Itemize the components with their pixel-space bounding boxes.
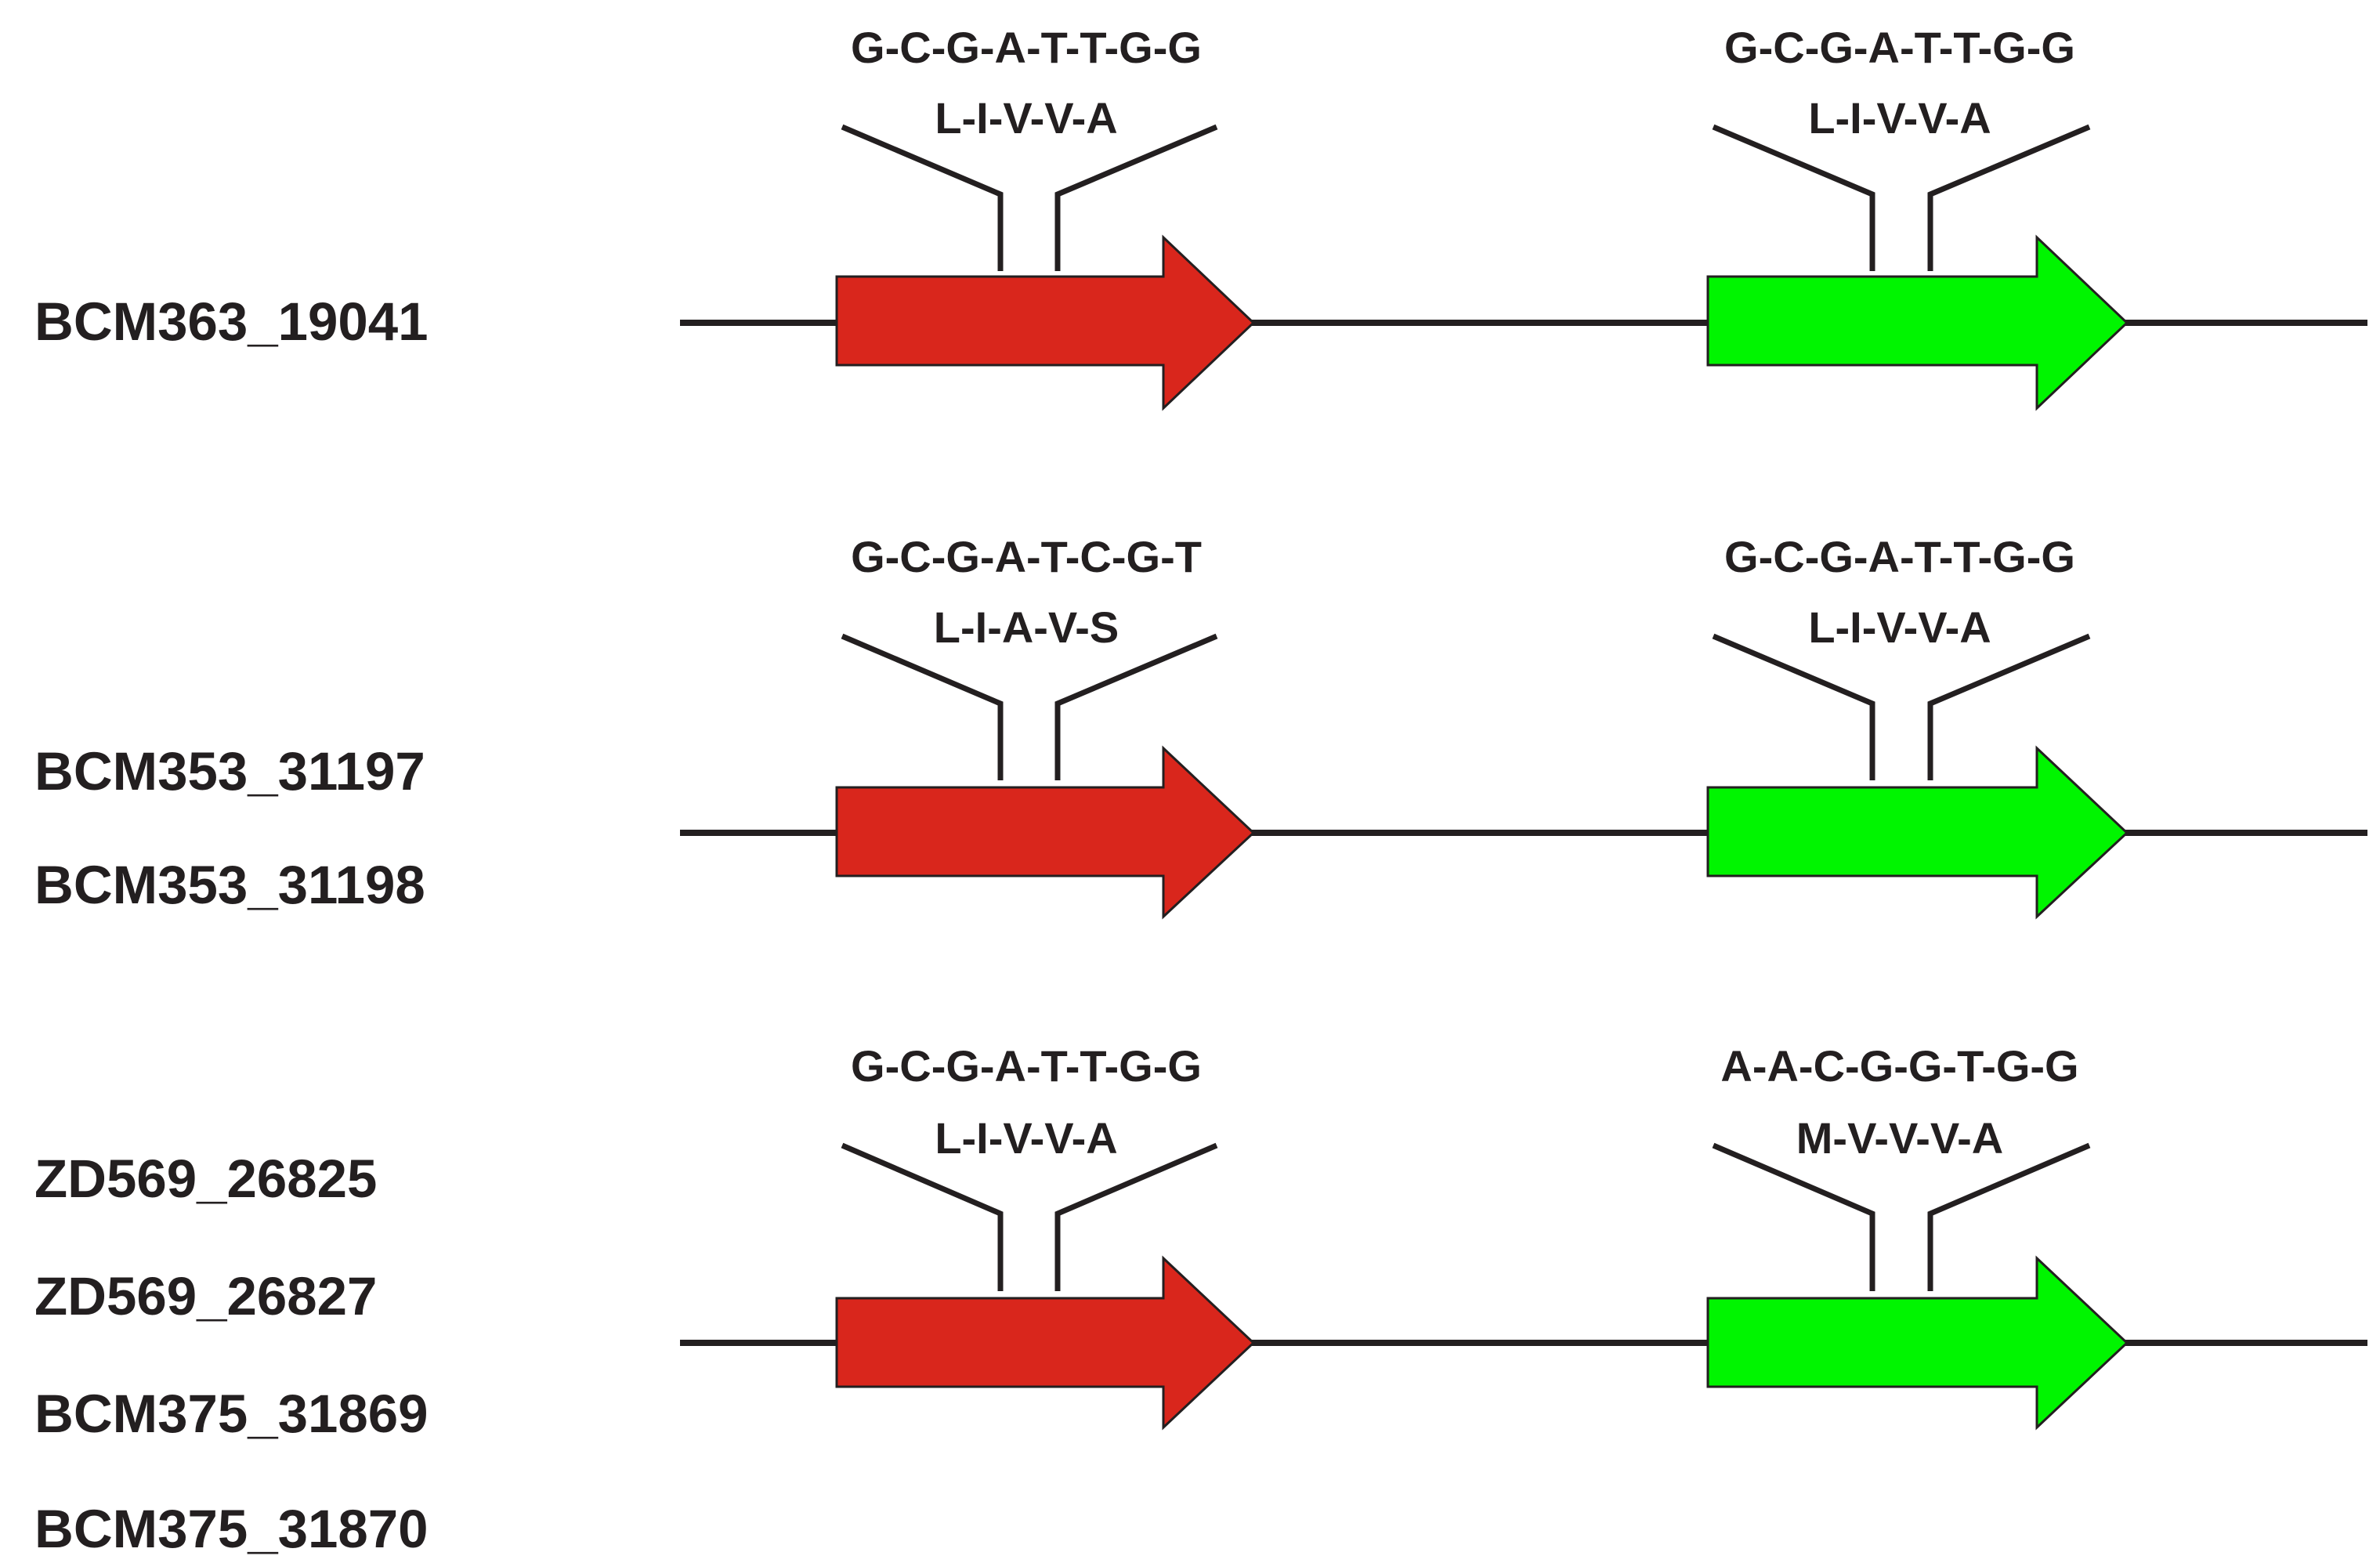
gene1-arrow <box>835 1255 1256 1431</box>
gene1-arrow <box>835 745 1256 920</box>
gene2-amino-acid-sequence: L-I-V-V-A <box>1808 602 1991 652</box>
gene2-nucleotide-sequence: G-C-G-A-T-T-G-G <box>1724 23 2075 72</box>
gene1-amino-acid-sequence: L-I-V-V-A <box>935 93 1117 143</box>
strain-label: BCM375_31869 <box>34 1384 429 1444</box>
row-1: BCM363_19041 G-C-G-A-T-T-G-G L-I-V-V-A G… <box>34 23 2367 411</box>
gene2-bracket-left <box>1712 1142 1875 1291</box>
strain-label: BCM353_31197 <box>34 741 425 801</box>
gene2-nucleotide-sequence: G-C-G-A-T-T-G-G <box>1724 532 2075 581</box>
strain-label: BCM353_31198 <box>34 855 425 915</box>
gene2-arrow <box>1706 234 2129 411</box>
row-3: ZD569_26825 ZD569_26827 BCM375_31869 BCM… <box>34 1041 2367 1559</box>
gene1-bracket-left <box>841 633 1004 780</box>
gene1-bracket-right <box>1054 633 1218 780</box>
gene1-nucleotide-sequence: G-C-G-A-T-T-G-G <box>851 23 1202 72</box>
gene2-bracket-right <box>1927 633 2091 780</box>
gene1-bracket-right <box>1054 1142 1218 1291</box>
gene2-bracket-right <box>1927 1142 2091 1291</box>
gene1-amino-acid-sequence: L-I-A-V-S <box>934 602 1119 652</box>
gene1-amino-acid-sequence: L-I-V-V-A <box>935 1113 1117 1163</box>
gene2-bracket-left <box>1712 633 1875 780</box>
strain-label: ZD569_26827 <box>34 1266 377 1326</box>
gene1-bracket-left <box>841 124 1004 271</box>
gene2-nucleotide-sequence: A-A-C-G-G-T-G-G <box>1720 1041 2078 1091</box>
gene1-bracket-right <box>1054 124 1218 271</box>
gene2-amino-acid-sequence: M-V-V-V-A <box>1796 1113 2003 1163</box>
strain-label: BCM363_19041 <box>34 291 429 352</box>
gene2-bracket-left <box>1712 124 1875 271</box>
gene1-nucleotide-sequence: G-C-G-A-T-T-G-G <box>851 1041 1202 1091</box>
row-2: BCM353_31197 BCM353_31198 G-C-G-A-T-C-G-… <box>34 532 2367 920</box>
gene1-nucleotide-sequence: G-C-G-A-T-C-G-T <box>851 532 1202 581</box>
gene2-arrow <box>1706 1255 2129 1431</box>
gene1-bracket-left <box>841 1142 1004 1291</box>
strain-label: ZD569_26825 <box>34 1149 377 1209</box>
gene2-amino-acid-sequence: L-I-V-V-A <box>1808 93 1991 143</box>
strain-label: BCM375_31870 <box>34 1499 429 1559</box>
gene2-arrow <box>1706 745 2129 920</box>
gene1-arrow <box>835 234 1256 411</box>
gene2-bracket-right <box>1927 124 2091 271</box>
